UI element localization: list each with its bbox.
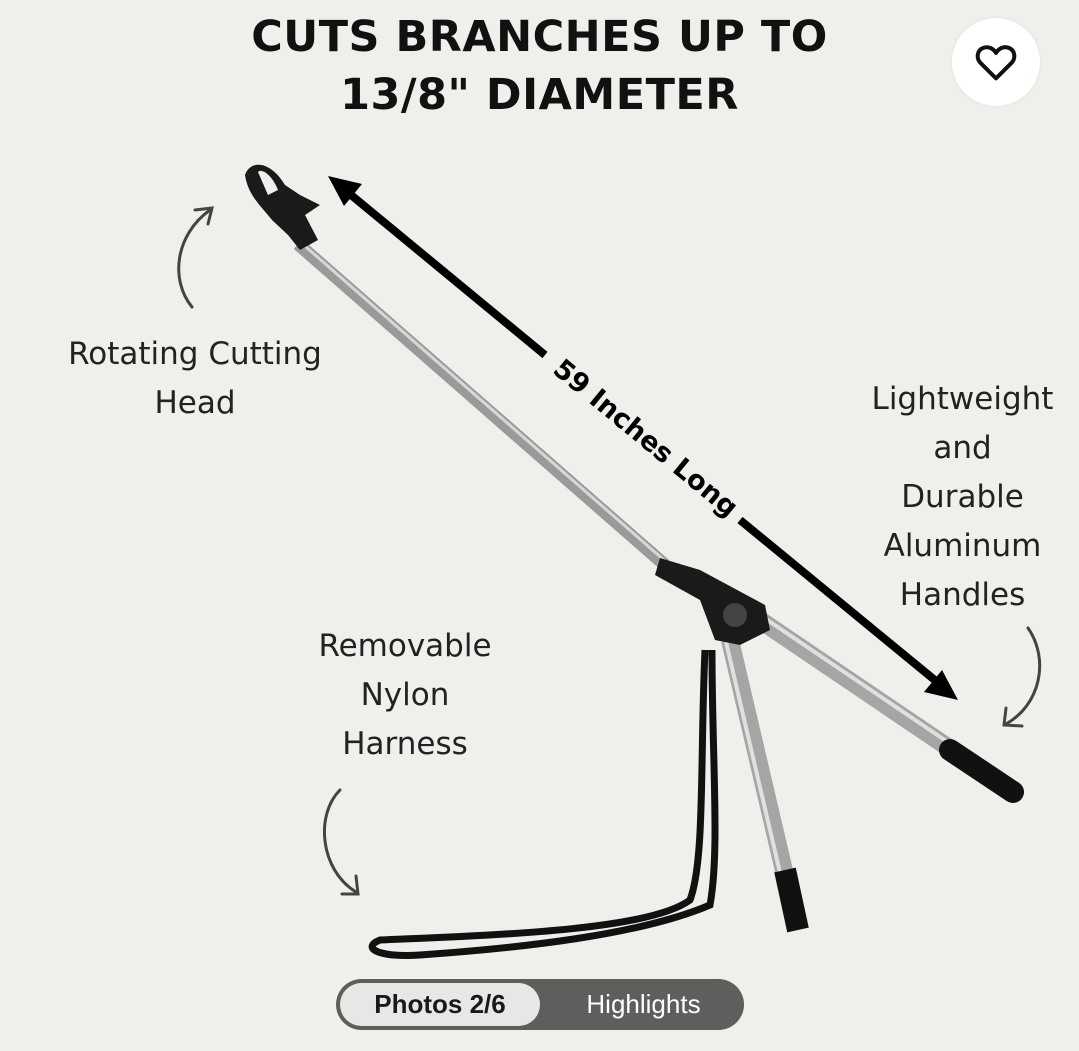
label-rotating-cutting-head: Rotating Cutting Head bbox=[40, 330, 350, 428]
label-line: Head bbox=[154, 385, 236, 421]
label-line: Rotating Cutting bbox=[68, 336, 322, 372]
favorite-button[interactable] bbox=[952, 18, 1040, 106]
title-line-2: 13/8" DIAMETER bbox=[340, 70, 739, 120]
nylon-harness bbox=[368, 649, 719, 960]
label-nylon-harness: Removable Nylon Harness bbox=[300, 622, 510, 769]
label-aluminum-handles: Lightweight and Durable Aluminum Handles bbox=[860, 375, 1065, 620]
label-line: and bbox=[933, 430, 992, 466]
label-line: Removable bbox=[318, 628, 492, 664]
length-label: 59 Inches Long bbox=[547, 353, 744, 523]
label-line: Aluminum bbox=[883, 528, 1042, 564]
curved-pointer-arrows bbox=[177, 206, 1042, 896]
product-image-title: CUTS BRANCHES UP TO 13/8" DIAMETER bbox=[0, 8, 1079, 124]
label-line: Harness bbox=[342, 726, 468, 762]
label-line: Handles bbox=[899, 577, 1026, 613]
label-line: Durable bbox=[901, 479, 1024, 515]
label-line: Lightweight bbox=[871, 381, 1054, 417]
heart-icon bbox=[975, 45, 1017, 81]
pruner-tool bbox=[245, 164, 1024, 933]
gallery-toggle: Photos 2/6 Highlights bbox=[336, 979, 744, 1030]
label-line: Nylon bbox=[360, 677, 450, 713]
highlights-tab[interactable]: Highlights bbox=[586, 989, 701, 1019]
photos-tab[interactable]: Photos 2/6 bbox=[340, 983, 540, 1026]
title-line-1: CUTS BRANCHES UP TO bbox=[251, 12, 828, 62]
